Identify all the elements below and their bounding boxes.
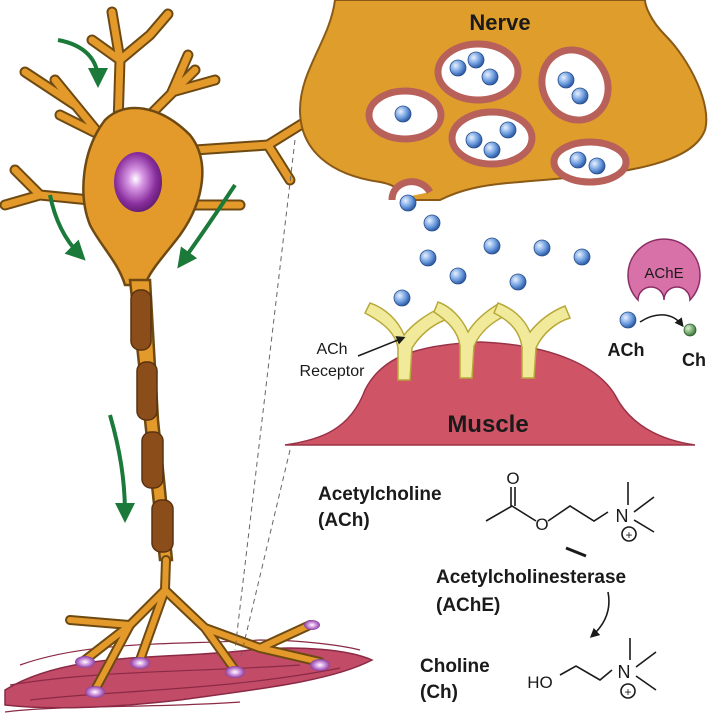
acetylcholine-abbrev: (ACh) <box>318 510 370 531</box>
chemistry-panel: Acetylcholine (ACh) O O N + Acetylcholin… <box>318 469 657 703</box>
nucleus <box>114 152 162 212</box>
nerve-label: Nerve <box>469 10 530 35</box>
receptor-pointer-arrow <box>357 336 406 357</box>
receptor-label-line1: ACh <box>316 341 347 358</box>
ache-enzyme-label: AChE <box>644 265 683 282</box>
released-ach-molecules <box>393 194 591 307</box>
atom-plus-ch: + <box>624 685 631 699</box>
atom-o-ester: O <box>535 515 548 534</box>
atom-n-ch: N <box>618 662 631 682</box>
atom-plus-ach: + <box>625 528 632 542</box>
ach-small-label: ACh <box>608 340 645 360</box>
receptor-label-line2: Receptor <box>300 363 366 380</box>
acetylcholine-structure <box>485 482 655 542</box>
choline-label: Choline <box>420 656 490 677</box>
reaction-dash <box>565 546 587 558</box>
choline-molecule-icon <box>683 323 697 337</box>
zoom-lines <box>234 139 296 661</box>
ach-molecule-icon <box>619 311 637 329</box>
muscle-fibers <box>4 639 374 713</box>
signal-direction-arrows <box>48 38 237 523</box>
synaptic-boutons <box>75 620 330 698</box>
acetylcholinesterase-label: Acetylcholinesterase <box>436 567 626 588</box>
ch-small-label: Ch <box>682 350 706 370</box>
muscle-label: Muscle <box>447 411 528 438</box>
choline-abbrev: (Ch) <box>420 682 458 703</box>
vesicle-ach-molecules <box>394 51 606 175</box>
reaction-arrow <box>589 591 610 638</box>
muscle: Muscle <box>284 341 696 446</box>
acetylcholine-label: Acetylcholine <box>318 484 442 505</box>
nerve-terminal: Nerve <box>298 0 708 201</box>
choline-structure <box>559 638 657 699</box>
atom-n-ach: N <box>616 506 629 526</box>
myelin-sheath <box>130 289 174 553</box>
neuron <box>0 6 330 698</box>
atom-o-carbonyl: O <box>506 469 519 488</box>
atom-ho: HO <box>527 673 553 692</box>
hydrolysis-arrow <box>639 314 684 328</box>
ache-enzyme: AChE <box>627 238 701 302</box>
acetylcholinesterase-abbrev: (AChE) <box>436 595 500 616</box>
synaptic-vesicles <box>365 40 630 201</box>
